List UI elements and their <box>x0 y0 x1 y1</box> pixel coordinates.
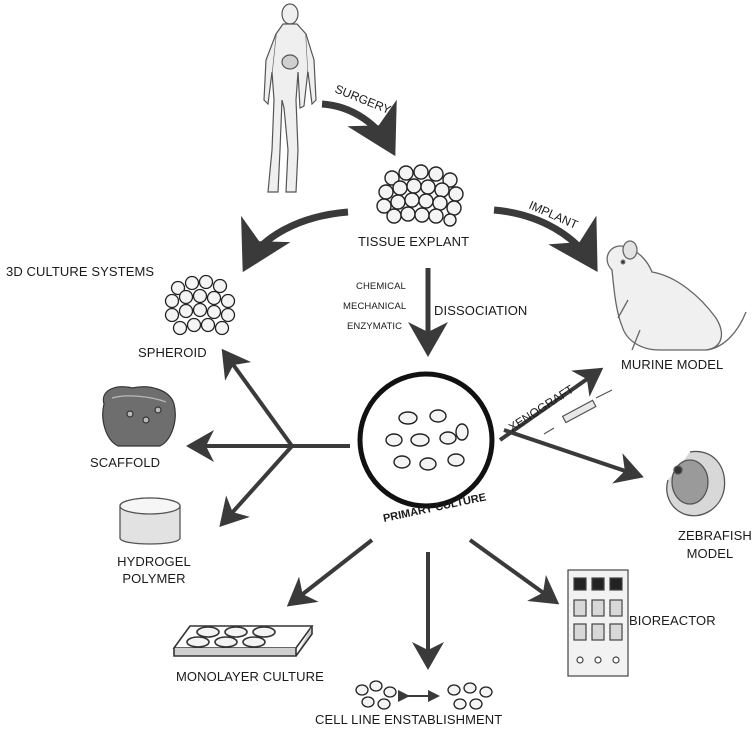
zebrafish-label-line1: ZEBRAFISH <box>678 528 752 543</box>
cell-line-establishment-label: CELL LINE ENSTABLISHMENT <box>315 712 503 727</box>
tissue-explant-label: TISSUE EXPLANT <box>358 234 470 249</box>
spheroid-label: SPHEROID <box>138 345 207 360</box>
scaffold-icon <box>102 386 176 447</box>
mouse-icon <box>606 240 747 351</box>
scaffold-label: SCAFFOLD <box>90 455 161 470</box>
murine-model-label: MURINE MODEL <box>621 357 724 372</box>
bioreactor-icon <box>567 569 629 677</box>
chemical-label: CHEMICAL <box>356 281 406 292</box>
surgery-arrow <box>321 99 397 157</box>
spheroid-cells-icon <box>164 274 236 336</box>
primary-culture-cells-icon <box>385 409 469 471</box>
enzymatic-label: ENZYMATIC <box>347 321 403 332</box>
dissociation-label: DISSOCIATION <box>434 303 528 318</box>
zebrafish-icon <box>666 450 726 517</box>
hydrogel-label-line2: POLYMER <box>122 571 186 586</box>
human-figure-icon <box>263 3 317 193</box>
surgery-label: SURGERY <box>333 82 393 117</box>
zebrafish-label-line2: MODEL <box>686 546 734 561</box>
3d-culture-systems-label: 3D CULTURE SYSTEMS <box>6 264 155 279</box>
xenograft-label: XENOGRAFT <box>506 382 577 435</box>
implant-arrow <box>493 206 598 273</box>
branch-arrows-3d <box>186 348 350 527</box>
hydrogel-icon <box>119 497 181 545</box>
cell-line-cells-icon <box>355 680 493 710</box>
monolayer-plate-icon <box>172 625 314 657</box>
bottom-arrows <box>286 538 560 670</box>
tissue-explant-cells-icon <box>376 164 464 227</box>
syringe-icon <box>543 389 613 435</box>
hydrogel-label-line1: HYDROGEL <box>117 554 191 569</box>
xenograft-to-zebrafish-arrow <box>503 428 644 484</box>
monolayer-culture-label: MONOLAYER CULTURE <box>176 669 324 684</box>
mechanical-label: MECHANICAL <box>343 301 407 312</box>
explant-to-3d-arrow <box>241 208 349 273</box>
bioreactor-label: BIOREACTOR <box>629 613 716 628</box>
xenograft-to-murine-arrow <box>498 367 604 442</box>
